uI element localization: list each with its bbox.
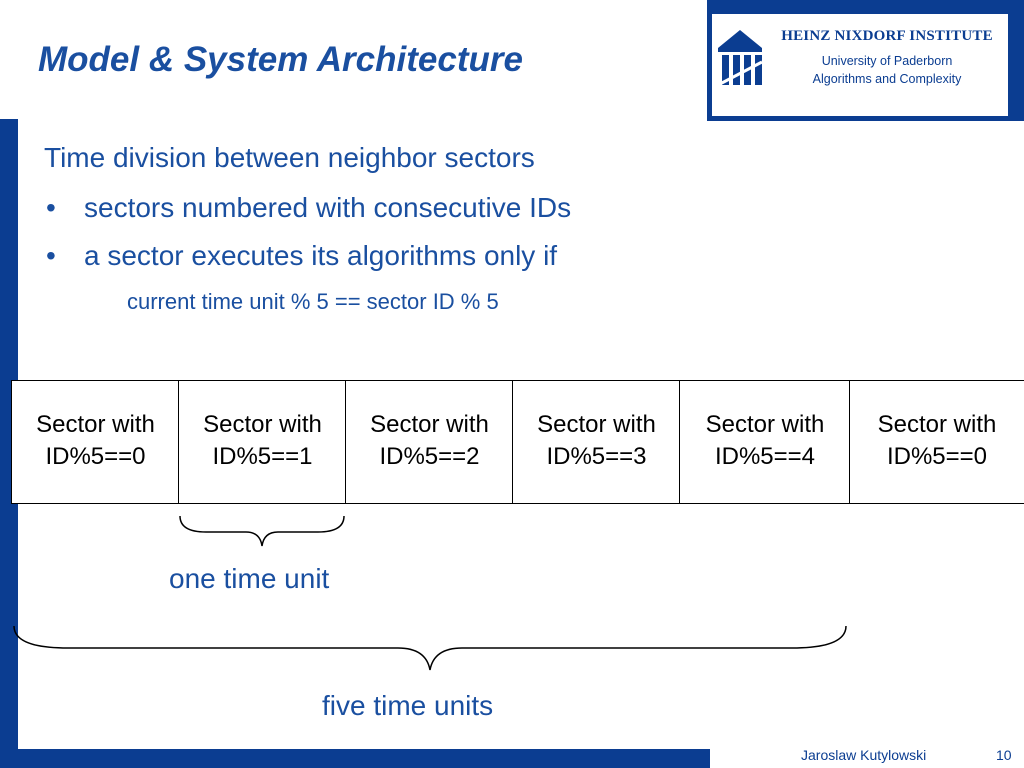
page-number: 10 xyxy=(996,747,1012,763)
left-accent-bar xyxy=(0,119,18,750)
department-name: Algorithms and Complexity xyxy=(812,72,962,86)
bullet-text: a sector executes its algorithms only if xyxy=(84,240,558,271)
institute-header: HEINZ NIXDORF INSTITUTE University of Pa… xyxy=(707,0,1024,121)
five-time-units-label: five time units xyxy=(322,690,494,721)
sector-id: ID%5==4 xyxy=(714,443,816,470)
footer-author: Jaroslaw Kutylowski xyxy=(801,747,927,763)
sector-box: Sector with ID%5==1 xyxy=(178,380,347,504)
sector-box: Sector with ID%5==2 xyxy=(345,380,514,504)
content-heading: Time division between neighbor sectors xyxy=(44,142,535,173)
sector-id: ID%5==3 xyxy=(546,443,647,470)
sector-box: Sector with ID%5==0 xyxy=(849,380,1024,504)
sector-label: Sector with xyxy=(705,411,825,438)
sector-id: ID%5==2 xyxy=(379,443,480,470)
condition-text: current time unit % 5 == sector ID % 5 xyxy=(127,289,499,314)
sector-label: Sector with xyxy=(877,411,997,438)
institute-header-panel: HEINZ NIXDORF INSTITUTE University of Pa… xyxy=(712,14,1008,116)
university-name: University of Paderborn xyxy=(821,54,953,68)
sector-label: Sector with xyxy=(203,411,322,438)
sector-box: Sector with ID%5==4 xyxy=(679,380,851,504)
one-time-unit-label: one time unit xyxy=(169,563,330,594)
sector-box: Sector with ID%5==0 xyxy=(11,380,180,504)
bullet-symbol: • xyxy=(46,240,56,271)
sector-label: Sector with xyxy=(537,411,656,438)
bullet-symbol: • xyxy=(46,192,56,223)
slide-title: Model & System Architecture xyxy=(38,40,523,79)
five-units-brace xyxy=(13,625,847,671)
sector-id: ID%5==0 xyxy=(886,443,988,470)
bullet-text: sectors numbered with consecutive IDs xyxy=(84,192,572,223)
sector-id: ID%5==1 xyxy=(212,443,313,470)
sector-id: ID%5==0 xyxy=(45,443,146,470)
institute-name: HEINZ NIXDORF INSTITUTE xyxy=(781,28,993,44)
sector-label: Sector with xyxy=(36,411,155,438)
bottom-accent-bar xyxy=(0,749,710,768)
hni-logo-icon xyxy=(717,30,763,87)
sector-label: Sector with xyxy=(370,411,489,438)
sector-box: Sector with ID%5==3 xyxy=(512,380,681,504)
one-unit-brace xyxy=(179,515,345,547)
